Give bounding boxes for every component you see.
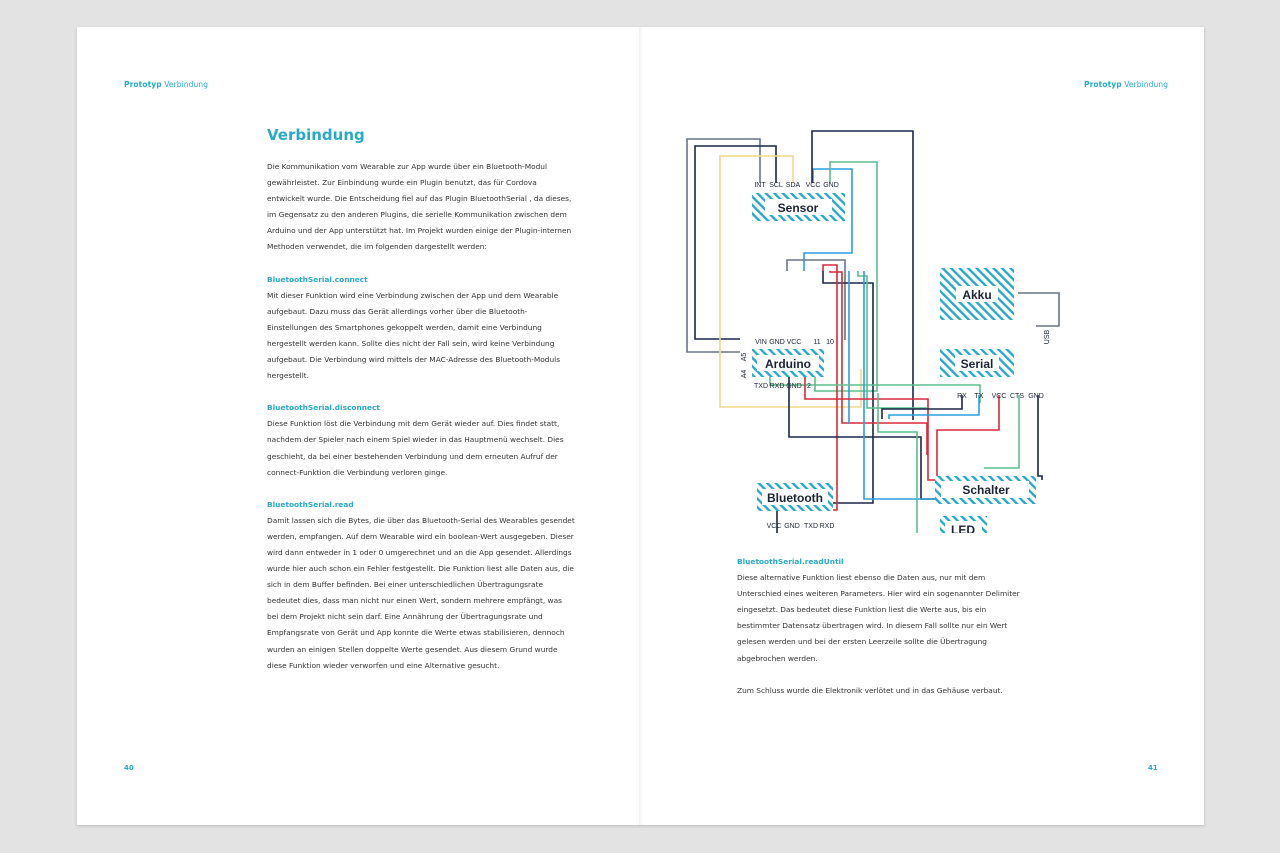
wire-green-switch: [857, 271, 927, 409]
arduino-top-pins: VIN GND VCC 11 10: [755, 339, 834, 346]
pin-label: VIN: [755, 339, 767, 346]
pin-label: TX: [975, 393, 984, 400]
module-serial-label: Serial: [961, 357, 994, 371]
module-schalter: Schalter: [935, 476, 1036, 504]
pin-label: RXD: [770, 383, 785, 390]
section-text: Diese alternative Funktion liest ebenso …: [737, 573, 1020, 663]
pin-label: INT: [754, 182, 766, 189]
section-heading: BluetoothSerial.read: [267, 499, 354, 509]
wiring-diagram: Sensor Akku Serial Arduino Schalter Blue…: [686, 130, 1060, 533]
wire-serial-cts: [984, 395, 1020, 469]
pin-label: GND: [823, 182, 839, 189]
page-number-right: 41: [1148, 764, 1158, 772]
pin-label: TXD: [804, 523, 818, 530]
pin-label: VCC: [992, 393, 1007, 400]
wire-arduino-blue-down: [848, 271, 850, 424]
wire-arduino-gnd-loop: [786, 259, 846, 340]
module-arduino: Arduino: [752, 349, 824, 377]
module-bluetooth: Bluetooth: [757, 483, 833, 511]
module-akku: Akku: [940, 268, 1014, 320]
wire-serial-vcc: [936, 395, 1000, 478]
page-number-left: 40: [124, 764, 134, 772]
section-read-until: BluetoothSerial.readUntil Diese alternat…: [737, 554, 1027, 667]
wire-serial-tx: [888, 395, 980, 419]
right-text-column: BluetoothSerial.readUntil Diese alternat…: [737, 554, 1027, 715]
wire-usb-akku: [1018, 292, 1060, 327]
section-text: Mit dieser Funktion wird eine Verbindung…: [267, 290, 561, 381]
running-head-left: Prototyp Verbindung: [124, 80, 209, 89]
pin-label: GND: [1028, 393, 1044, 400]
left-text-column: Verbindung Die Kommunikation vom Wearabl…: [267, 123, 575, 690]
pin-label: VCC: [767, 523, 782, 530]
module-bluetooth-label: Bluetooth: [767, 491, 823, 505]
wire-serial-gnd: [1037, 395, 1043, 480]
wire-red-switch: [829, 271, 928, 455]
section-heading: BluetoothSerial.disconnect: [267, 403, 380, 413]
pin-label: A5: [741, 353, 748, 362]
section-text: Damit lassen sich die Bytes, die über da…: [267, 515, 575, 670]
wire-serial-rx: [881, 395, 963, 419]
running-head-right: Prototyp Verbindung: [1084, 80, 1169, 89]
pin-label: GND: [786, 383, 802, 390]
module-schalter-label: Schalter: [962, 483, 1010, 497]
wire-red-bt: [822, 264, 838, 511]
section-disconnect: BluetoothSerial.disconnect Diese Funktio…: [267, 400, 575, 480]
closing-paragraph: Zum Schluss wurde die Elektronik verlöte…: [737, 685, 1003, 695]
pin-label: SDA: [786, 182, 801, 189]
page-title: Verbindung: [267, 126, 365, 144]
module-led: LED: [940, 516, 987, 533]
spine-gutter: [639, 27, 643, 825]
pin-label: TXD: [754, 383, 768, 390]
wire-int-loop: [686, 138, 761, 353]
serial-pins: RX TX VCC CTS GND USB: [957, 329, 1051, 400]
module-akku-label: Akku: [962, 288, 991, 302]
pin-label: A4: [741, 370, 748, 379]
module-arduino-label: Arduino: [765, 357, 811, 371]
section-text: Diese Funktion löst die Verbindung mit d…: [267, 419, 564, 477]
wire-sensor-gnd: [814, 161, 878, 392]
arduino-left-pins: A5 A4: [741, 353, 748, 379]
module-sensor: Sensor: [752, 193, 845, 221]
section-read: BluetoothSerial.read Damit lassen sich d…: [267, 497, 575, 674]
pin-label: GND: [769, 339, 785, 346]
module-led-label: LED: [951, 523, 975, 533]
pin-label: 11: [813, 339, 820, 346]
arduino-bottom-pins: TXD RXD GND 2: [754, 383, 811, 390]
section-connect: BluetoothSerial.connect Mit dieser Funkt…: [267, 272, 575, 385]
pin-label: VCC: [806, 182, 821, 189]
wire-top-frame: [811, 130, 914, 420]
module-sensor-label: Sensor: [778, 201, 819, 215]
pin-label: CTS: [1010, 393, 1024, 400]
sensor-pins: INT SCL SDA VCC GND: [754, 182, 838, 189]
wire-navy-led: [788, 369, 943, 500]
pin-label: RX: [957, 393, 967, 400]
pin-label: RXD: [820, 523, 835, 530]
section-heading: BluetoothSerial.readUntil: [737, 557, 844, 566]
wires: [686, 130, 1060, 533]
pin-label: GND: [784, 523, 800, 530]
module-serial: Serial: [940, 349, 1014, 377]
pin-label: 10: [826, 339, 834, 346]
pin-label: 2: [807, 383, 811, 390]
wire-sda: [719, 155, 862, 408]
book-spread: Prototyp Verbindung 40 Verbindung Die Ko…: [77, 27, 1204, 825]
wire-sensor-vcc: [803, 168, 853, 271]
pin-label: SCL: [769, 182, 783, 189]
pin-label: VCC: [787, 339, 802, 346]
bluetooth-pins: VCC GND TXD RXD: [767, 523, 835, 530]
intro-paragraph: Die Kommunikation vom Wearable zur App w…: [267, 162, 572, 252]
pin-label-usb: USB: [1044, 329, 1051, 344]
section-heading: BluetoothSerial.connect: [267, 274, 368, 284]
wire-bt-gnd-loop: [791, 393, 918, 533]
wire-scl: [694, 145, 777, 340]
